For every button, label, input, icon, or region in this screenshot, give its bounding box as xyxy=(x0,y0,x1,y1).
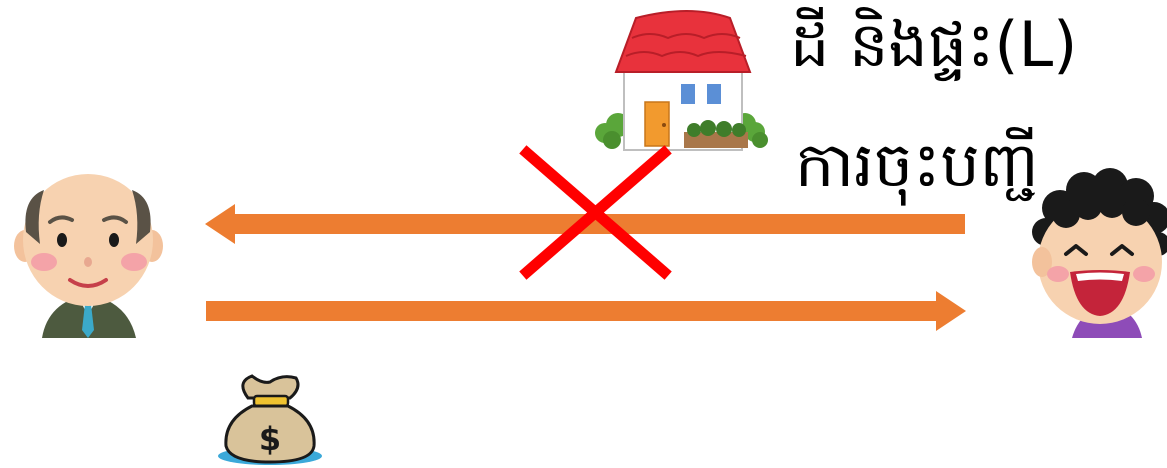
registration-label: ការចុះបញ្ជី xyxy=(795,134,1039,196)
money-bag-icon: $ xyxy=(218,376,322,465)
svg-text:$: $ xyxy=(259,420,281,458)
house-icon xyxy=(595,11,768,150)
diagram-title-label: ដី និងផ្ទះ(L) xyxy=(790,14,1077,76)
arrow-right xyxy=(206,291,966,331)
arrow-right-head xyxy=(936,291,966,331)
elderly-man-icon xyxy=(14,174,163,338)
arrow-left-head xyxy=(205,204,235,244)
laughing-person-icon xyxy=(1032,168,1167,338)
cross-mark-icon xyxy=(527,153,664,272)
arrow-right-shaft xyxy=(206,301,941,321)
